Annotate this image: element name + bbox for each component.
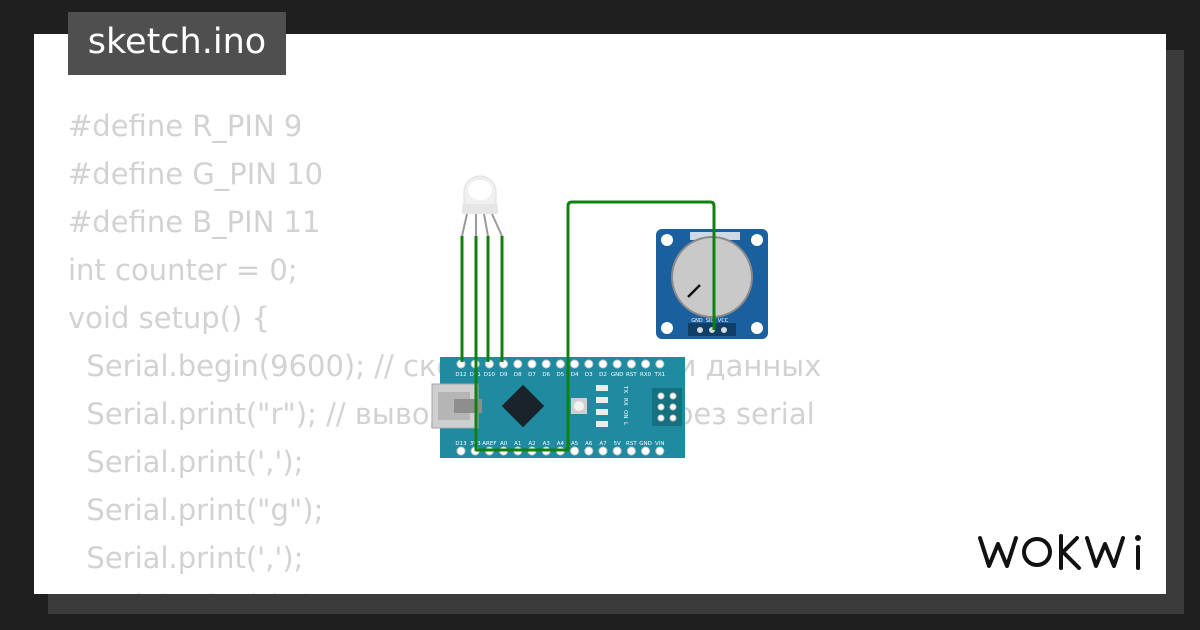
pin-label: D2 <box>599 372 607 378</box>
pin-label: D4 <box>571 372 579 378</box>
led-label: L <box>622 422 628 426</box>
pin-label: D7 <box>528 372 536 378</box>
pin-label: GND <box>611 372 624 378</box>
pin-label: VIN <box>655 441 665 447</box>
led-label: ON <box>622 410 628 418</box>
header-pin[interactable] <box>598 446 608 456</box>
pin-label: D12 <box>455 372 466 378</box>
header-pin[interactable] <box>626 446 636 456</box>
pin-label: D8 <box>514 372 522 378</box>
pin-label: D13 <box>455 441 467 447</box>
pin-label: AREF <box>482 441 496 447</box>
wires <box>460 200 716 452</box>
header-pin[interactable] <box>598 359 608 369</box>
reset-button <box>574 401 584 411</box>
pin-label: A6 <box>585 441 593 447</box>
pin-label: RST <box>626 372 637 378</box>
code-line: Serial.print(','); <box>68 541 304 575</box>
header-pin[interactable] <box>641 446 651 456</box>
led-label: RX <box>622 398 628 406</box>
potentiometer-knob <box>671 236 753 318</box>
rgb-led[interactable] <box>461 175 503 237</box>
pin-label: RST <box>626 441 637 447</box>
status-leds <box>596 385 608 427</box>
header-pin[interactable] <box>655 446 665 456</box>
header-pin[interactable] <box>456 446 466 456</box>
code-line: Serial.print("b"); <box>68 582 821 594</box>
header-pin[interactable] <box>612 446 622 456</box>
code-line: #define R_PIN 9 <box>68 109 303 143</box>
pin-label: A2 <box>528 441 535 447</box>
pin-label: A0 <box>500 441 508 447</box>
pin-label: A5 <box>571 441 579 447</box>
header-pin[interactable] <box>612 359 622 369</box>
header-pin[interactable] <box>570 446 580 456</box>
code-line: Serial.print(','); <box>68 445 304 479</box>
wire-pot-signal <box>506 200 716 452</box>
pin-label: 5V <box>614 441 621 447</box>
header-pin[interactable] <box>513 359 523 369</box>
header-pin[interactable] <box>555 359 565 369</box>
code-line: void setup() { <box>68 301 270 335</box>
header-pin[interactable] <box>626 359 636 369</box>
pin-label: D6 <box>542 372 550 378</box>
led-labels: TX RX ON L <box>622 385 628 426</box>
wire-led-gnd <box>474 362 512 452</box>
code-line: int counter = 0; <box>68 253 298 287</box>
header-pin[interactable] <box>541 359 551 369</box>
header-pin[interactable] <box>584 446 594 456</box>
pin-label: D10 <box>484 372 496 378</box>
header-pin[interactable] <box>527 359 537 369</box>
pin-label: A7 <box>599 441 607 447</box>
file-title: sketch.ino <box>68 12 286 75</box>
pin-label: D3 <box>585 372 593 378</box>
wokwi-logo <box>978 534 1141 570</box>
pin-label: D9 <box>500 372 508 378</box>
header-pin[interactable] <box>641 359 651 369</box>
pin-label: TX1 <box>653 372 665 378</box>
pot-pin-label: GND <box>691 318 703 324</box>
pin-label: A4 <box>557 441 565 447</box>
led-label: TX <box>622 385 628 393</box>
pin-label: A1 <box>514 441 521 447</box>
pot-pin-label: SIG <box>706 318 715 324</box>
header-pin[interactable] <box>655 359 665 369</box>
pin-label: GND <box>639 441 652 447</box>
header-pin[interactable] <box>584 359 594 369</box>
header-pin[interactable] <box>570 359 580 369</box>
pin-label: A3 <box>543 441 551 447</box>
code-line: #define B_PIN 11 <box>68 205 321 239</box>
code-line: #define G_PIN 10 <box>68 157 324 191</box>
pot-pin-label: VCC <box>718 318 729 324</box>
pin-label: RX0 <box>640 372 652 378</box>
pin-label: D5 <box>557 372 565 378</box>
code-line: Serial.print("g"); <box>68 493 324 527</box>
